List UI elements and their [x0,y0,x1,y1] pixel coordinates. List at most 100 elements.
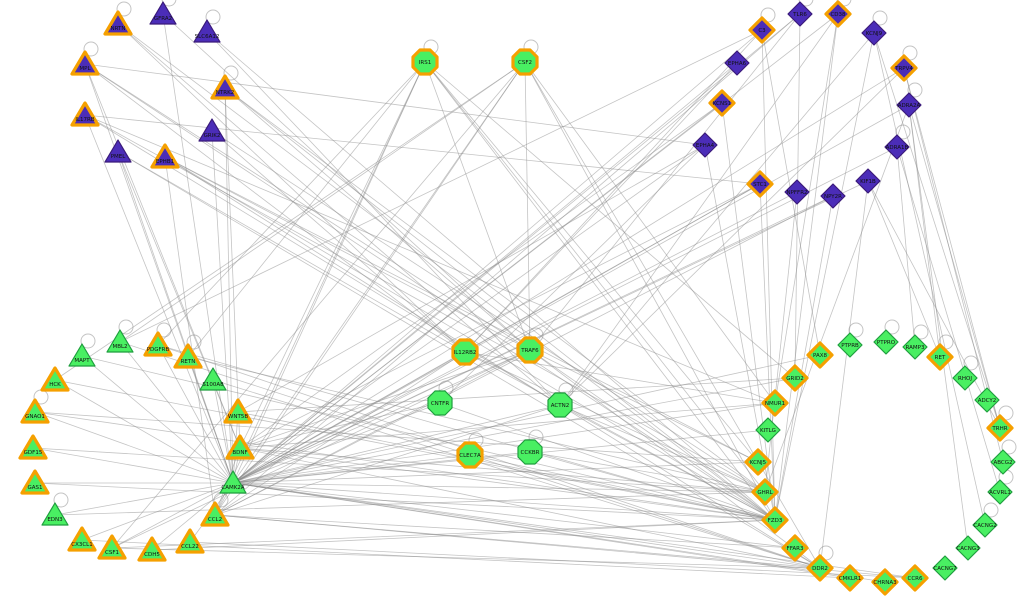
edge [232,146,898,484]
node-PAX8[interactable]: PAX8 [806,341,834,369]
triangle-node-shape [41,502,69,526]
diamond-node-shape [787,1,813,27]
edge [224,87,776,521]
edge [524,61,776,404]
edge [908,104,1001,429]
edge [117,23,561,406]
diamond-node-shape [986,414,1014,442]
diamond-node-shape [896,92,922,118]
edge [559,404,766,493]
edge [164,156,531,351]
node-GRIK2[interactable]: GRIK2 [198,118,226,142]
edge [162,13,234,484]
node-HCK[interactable]: HCK [40,366,70,392]
self-loop-edge [116,1,132,17]
node-TRAF6[interactable]: TRAF6 [516,336,544,364]
edge [232,29,763,484]
edge [84,63,531,351]
edge [232,482,766,493]
diamond-node-shape [884,134,910,160]
edge [54,482,234,516]
edge [239,349,531,449]
edge [764,191,798,493]
node-GAS1[interactable]: GAS1 [20,469,50,495]
edge [774,195,834,521]
node-CCL22[interactable]: CCL22 [175,528,205,554]
self-loop-edge [872,10,888,26]
node-CLEC7A[interactable]: CLEC7A [456,441,484,469]
node-CSF2[interactable]: CSF2 [511,48,539,76]
node-CHRNA3[interactable]: CHRNA3 [871,568,899,596]
node-EPHB1[interactable]: EPHB1 [150,143,180,169]
node-KIF1B[interactable]: KIF1B [855,168,881,194]
node-NPY2R[interactable]: NPY2R [820,183,846,209]
edge [559,32,875,406]
triangle-node-shape [68,343,96,367]
octagon-node-shape [456,441,484,469]
diamond-node-shape [784,179,810,205]
node-NMUR1[interactable]: NMUR1 [761,389,789,417]
node-NPFFR2[interactable]: NPFFR2 [784,179,810,205]
triangle-node-shape [198,118,226,142]
node-IL12RB2[interactable]: IL12RB2 [451,338,479,366]
node-CCKBR[interactable]: CCKBR [517,439,543,465]
triangle-node-shape [103,10,133,36]
edge [232,104,910,484]
edge [239,447,776,521]
edge [764,104,910,493]
edge [559,404,776,521]
node-CACNG3[interactable]: CACNG3 [955,535,981,561]
node-IRS1[interactable]: IRS1 [411,48,439,76]
edge [873,32,1001,429]
node-CACNG7[interactable]: CACNG7 [932,555,958,581]
node-ACTN2[interactable]: ACTN2 [547,392,573,418]
edge [32,447,766,493]
diamond-node-shape [751,478,779,506]
node-FZD3[interactable]: FZD3 [761,506,789,534]
edge [721,102,776,521]
edge [84,114,776,404]
edge [529,349,821,569]
node-STC1[interactable]: STC1 [746,170,774,198]
edge [529,451,766,493]
node-GRID2[interactable]: GRID2 [781,364,809,392]
edge [157,344,821,569]
node-CCR6[interactable]: CCR6 [901,564,929,592]
edge [232,191,798,484]
edge [896,146,1001,493]
node-CSF1[interactable]: CSF1 [97,534,127,560]
edge [774,32,875,521]
edge [211,130,766,493]
self-loop-edge [80,333,96,349]
diamond-node-shape [902,334,928,360]
triangle-node-shape [104,139,132,163]
node-CX3CL1[interactable]: CX3CL1 [67,526,97,552]
edge [224,87,531,351]
node-ADCY2[interactable]: ADCY2 [974,387,1000,413]
node-PMEL[interactable]: PMEL [104,139,132,163]
edge [117,151,234,484]
triangle-node-shape [175,528,205,554]
node-KCNS1[interactable]: KCNS1 [708,89,736,117]
diamond-node-shape [746,170,774,198]
edge [237,411,776,521]
node-S100A8[interactable]: S100A8 [199,367,227,391]
node-CMKLR1[interactable]: CMKLR1 [836,564,864,592]
node-GDF15[interactable]: GDF15 [18,434,48,460]
octagon-node-shape [511,48,539,76]
node-IL17RB[interactable]: IL17RB [70,101,100,127]
diamond-node-shape [708,89,736,117]
edge [54,491,766,516]
edge [212,379,234,484]
node-CNTFR[interactable]: CNTFR [427,390,453,416]
diamond-node-shape [761,506,789,534]
edge [119,29,763,343]
edge [759,183,776,521]
triangle-node-shape [137,536,167,562]
edge [232,61,526,484]
diamond-node-shape [955,535,981,561]
edge [232,454,471,484]
triangle-node-shape [173,343,203,369]
edge [206,31,561,406]
